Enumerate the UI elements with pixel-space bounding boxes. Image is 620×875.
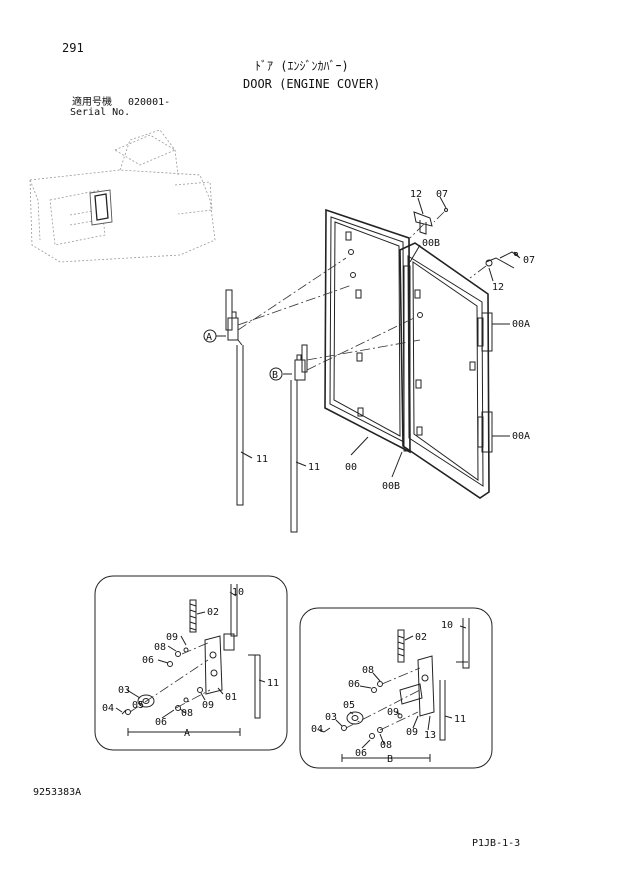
detail-a-callout-09-bottom: 09 bbox=[202, 700, 214, 711]
callout-12-right: 12 bbox=[492, 282, 504, 293]
detail-a-callout-08-bottom: 08 bbox=[181, 708, 193, 719]
detail-b-callout-03: 03 bbox=[325, 712, 337, 723]
latch-rod-a bbox=[225, 289, 244, 506]
detail-a-callout-06-bottom: 06 bbox=[155, 717, 167, 728]
callout-00: 00 bbox=[345, 462, 357, 473]
serial-value: 020001- bbox=[128, 97, 171, 108]
callout-00a-top: 00A bbox=[512, 319, 530, 330]
marker-a: A bbox=[203, 329, 217, 343]
callout-11-a: 11 bbox=[256, 454, 268, 465]
detail-a-callout-11: 11 bbox=[267, 678, 279, 689]
page-reference: P1JB-1-3 bbox=[472, 838, 521, 849]
callout-00a-bottom: 00A bbox=[512, 431, 530, 442]
detail-a-callout-06-top: 06 bbox=[142, 655, 154, 666]
callout-12-top: 12 bbox=[410, 189, 422, 200]
detail-a-callout-03: 03 bbox=[118, 685, 130, 696]
detail-a-label: A bbox=[184, 728, 190, 739]
detail-b-callout-02: 02 bbox=[415, 632, 427, 643]
serial-label-japanese: 適用号機 bbox=[72, 97, 112, 108]
title-japanese: ﾄﾞｱ (ｴﾝｼﾞﾝｶﾊﾞｰ) bbox=[255, 59, 349, 73]
detail-b-label: B bbox=[387, 754, 393, 765]
callout-07-top: 07 bbox=[436, 189, 448, 200]
detail-a-callout-08-top: 08 bbox=[154, 642, 166, 653]
detail-b-callout-10: 10 bbox=[441, 620, 453, 631]
detail-a-callout-05: 05 bbox=[132, 700, 144, 711]
marker-b-label: B bbox=[272, 370, 278, 381]
machine-silhouette bbox=[29, 129, 216, 263]
leader-lines bbox=[216, 196, 520, 478]
left-door-panel bbox=[324, 208, 411, 454]
alignment-lines bbox=[237, 211, 487, 371]
callout-07-right: 07 bbox=[523, 255, 535, 266]
detail-b-callout-13: 13 bbox=[424, 730, 436, 741]
detail-b-callout-09-top: 09 bbox=[387, 707, 399, 718]
detail-b-callout-04: 04 bbox=[311, 724, 323, 735]
detail-b-callout-08-top: 08 bbox=[362, 665, 374, 676]
detail-b-callout-08-bottom: 08 bbox=[380, 740, 392, 751]
detail-b-callout-09-bottom: 09 bbox=[406, 727, 418, 738]
detail-b-callout-11: 11 bbox=[454, 714, 466, 725]
callout-11-b: 11 bbox=[308, 462, 320, 473]
detail-a-callout-01: 01 bbox=[225, 692, 237, 703]
detail-b-callout-06-top: 06 bbox=[348, 679, 360, 690]
detail-a-callout-02: 02 bbox=[207, 607, 219, 618]
detail-b-panel bbox=[299, 607, 493, 769]
serial-label-english: Serial No. bbox=[70, 107, 131, 118]
detail-a-callout-04: 04 bbox=[102, 703, 114, 714]
page-number: 291 bbox=[62, 41, 84, 55]
detail-a-callout-10: 10 bbox=[232, 587, 244, 598]
detail-b-callout-05: 05 bbox=[343, 700, 355, 711]
latch-rod-b bbox=[290, 344, 308, 533]
marker-b: B bbox=[269, 367, 283, 381]
callout-00b-bottom: 00B bbox=[382, 481, 400, 492]
detail-a-panel bbox=[94, 575, 288, 751]
detail-b-callout-06-bottom: 06 bbox=[355, 748, 367, 759]
drawing-number: 9253383A bbox=[33, 787, 82, 798]
callout-00b-top: 00B bbox=[422, 238, 440, 249]
right-door-panel bbox=[399, 242, 493, 499]
detail-a-callout-09-top: 09 bbox=[166, 632, 178, 643]
marker-a-label: A bbox=[206, 332, 212, 343]
title-english: DOOR (ENGINE COVER) bbox=[243, 77, 381, 91]
